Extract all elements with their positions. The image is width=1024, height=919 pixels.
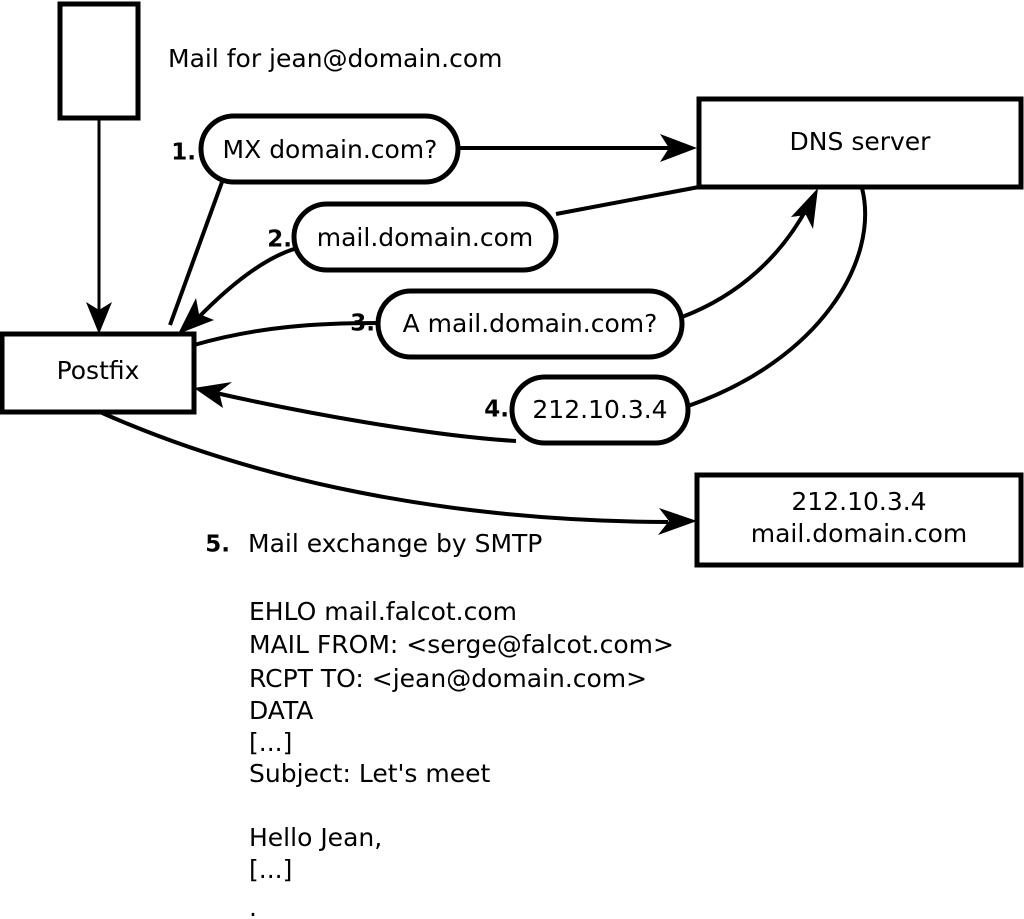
mail-for-caption: Mail for jean@domain.com <box>168 44 503 73</box>
arrowhead-step1-to-dns <box>660 134 697 162</box>
node-postfix-box <box>0 331 197 415</box>
arrowhead-step4-to-postfix <box>194 382 232 408</box>
edge-step4-from-dns <box>687 187 868 408</box>
pill-step1 <box>198 113 461 185</box>
node-mailserver-label-host: mail.domain.com <box>751 519 967 548</box>
node-dns-label: DNS server <box>790 127 932 156</box>
edge-step5-smtp <box>99 410 669 524</box>
pill-step4-label: 212.10.3.4 <box>532 395 667 424</box>
transcript-line-3: RCPT TO: <jean@domain.com> <box>249 664 647 693</box>
transcript-line-1: EHLO mail.falcot.com <box>249 597 517 626</box>
node-postfix-label: Postfix <box>57 356 140 385</box>
edge-step2-from-dns <box>555 185 700 216</box>
step-number-3: 3. <box>350 311 375 337</box>
transcript-line-8: Hello Jean, <box>249 823 382 852</box>
node-mailserver-box <box>694 472 1024 568</box>
arrowhead-client-to-postfix <box>86 302 112 334</box>
transcript-line-6: Subject: Let's meet <box>249 759 490 788</box>
arrowhead-step3-to-dns <box>791 188 818 229</box>
step-number-5: 5. <box>205 532 230 558</box>
step5-label: Mail exchange by SMTP <box>248 529 542 558</box>
pill-step4 <box>509 374 691 446</box>
arrowhead-step5-smtp <box>658 508 697 535</box>
edge-step3-to-dns <box>681 205 810 319</box>
arrowhead-step2-to-postfix <box>178 298 214 334</box>
pill-step1-label: MX domain.com? <box>223 135 438 164</box>
pill-step3 <box>375 288 685 360</box>
step-number-4: 4. <box>484 397 509 423</box>
pill-step2 <box>291 201 559 273</box>
node-dns-box <box>696 96 1024 190</box>
edge-step4-to-postfix <box>215 391 517 443</box>
node-mailserver-label-ip: 212.10.3.4 <box>791 487 926 516</box>
step-number-1: 1. <box>171 140 196 166</box>
step-number-2: 2. <box>267 227 292 253</box>
pill-step2-label: mail.domain.com <box>317 223 533 252</box>
edge-step1-tail <box>168 181 224 326</box>
node-client-box <box>57 1 141 121</box>
transcript-line-2: MAIL FROM: <serge@falcot.com> <box>249 630 674 659</box>
edge-step2-to-postfix <box>194 247 295 322</box>
transcript-line-5: [...] <box>249 728 292 757</box>
pill-step3-label: A mail.domain.com? <box>403 309 658 338</box>
transcript-line-4: DATA <box>249 696 313 725</box>
transcript-line-9: [...] <box>249 855 292 884</box>
edge-step3-from-postfix <box>193 321 379 347</box>
transcript-line-11: . <box>249 893 257 919</box>
